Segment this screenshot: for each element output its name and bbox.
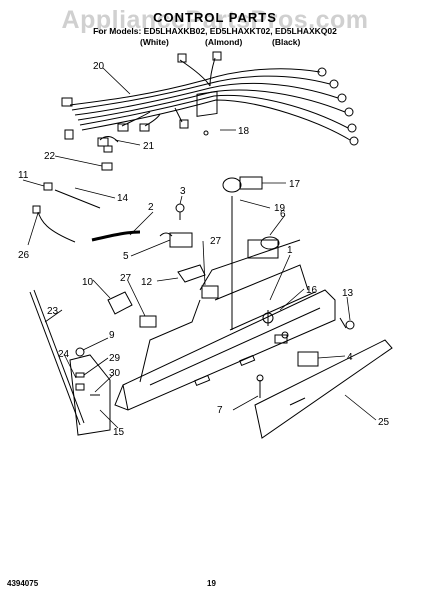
part-4: [297, 351, 319, 367]
screw-3: [175, 203, 185, 213]
clip-22: [101, 162, 113, 171]
callout-24: 24: [58, 349, 70, 360]
callout-21: 21: [143, 141, 155, 152]
callout-17: 17: [289, 179, 301, 190]
label-27a: [201, 285, 219, 299]
callout-26: 26: [18, 250, 30, 261]
part-26-wire: [37, 211, 76, 243]
callout-1: 1: [287, 245, 293, 256]
callout-14: 14: [117, 193, 129, 204]
callout-22: 22: [44, 151, 56, 162]
label-27b: [139, 315, 157, 328]
color-white: (White): [140, 37, 169, 47]
part-11: [43, 182, 53, 191]
bracket-left: [69, 354, 111, 436]
wire-harness: [61, 51, 359, 146]
callout-19: 19: [274, 203, 286, 214]
callout-10: 10: [82, 277, 94, 288]
callout-27a: 27: [210, 236, 222, 247]
wire-21: [99, 136, 119, 143]
page-title: CONTROL PARTS: [153, 10, 277, 25]
color-almond: (Almond): [205, 37, 243, 47]
callout-30: 30: [109, 368, 121, 379]
part-17: [222, 177, 242, 193]
trim-strip-25: [254, 339, 393, 439]
bar-23: [29, 291, 81, 426]
screw-13: [345, 320, 355, 330]
callout-9: 9: [109, 330, 115, 341]
callout-6: 6: [280, 209, 286, 220]
page-number: 19: [207, 579, 216, 588]
callout-29: 29: [109, 353, 121, 364]
callout-23: 23: [47, 306, 59, 317]
callout-20: 20: [93, 61, 105, 72]
callout-27b: 27: [120, 273, 132, 284]
screw-9: [75, 347, 85, 357]
tube-2: [91, 230, 141, 242]
callout-4: 4: [347, 352, 353, 363]
callout-2: 2: [148, 202, 154, 213]
control-housing: [114, 239, 336, 411]
callout-12: 12: [141, 277, 153, 288]
bracket-18: [196, 90, 218, 117]
callout-5: 5: [123, 251, 129, 262]
callout-7: 7: [217, 405, 223, 416]
callout-numbers: 20 18 21 22 11 17 3 14 19 6 2 27 5 26 1 …: [18, 61, 390, 438]
callout-16: 16: [306, 285, 318, 296]
callout-11: 11: [18, 170, 29, 181]
part-6: [247, 239, 279, 259]
callout-15: 15: [113, 427, 125, 438]
part-number: 4394075: [7, 579, 39, 588]
callout-3: 3: [180, 186, 186, 197]
callout-25: 25: [378, 417, 390, 428]
part-10: [107, 291, 133, 315]
watermark: AppliancePartsPros.com: [61, 6, 369, 34]
color-black: (Black): [272, 37, 301, 47]
callout-18: 18: [238, 126, 250, 137]
model-list: For Models: ED5LHAXKB02, ED5LHAXKT02, ED…: [93, 26, 337, 36]
switch-5: [169, 232, 193, 248]
part-12: [177, 264, 206, 283]
callout-13: 13: [342, 288, 354, 299]
